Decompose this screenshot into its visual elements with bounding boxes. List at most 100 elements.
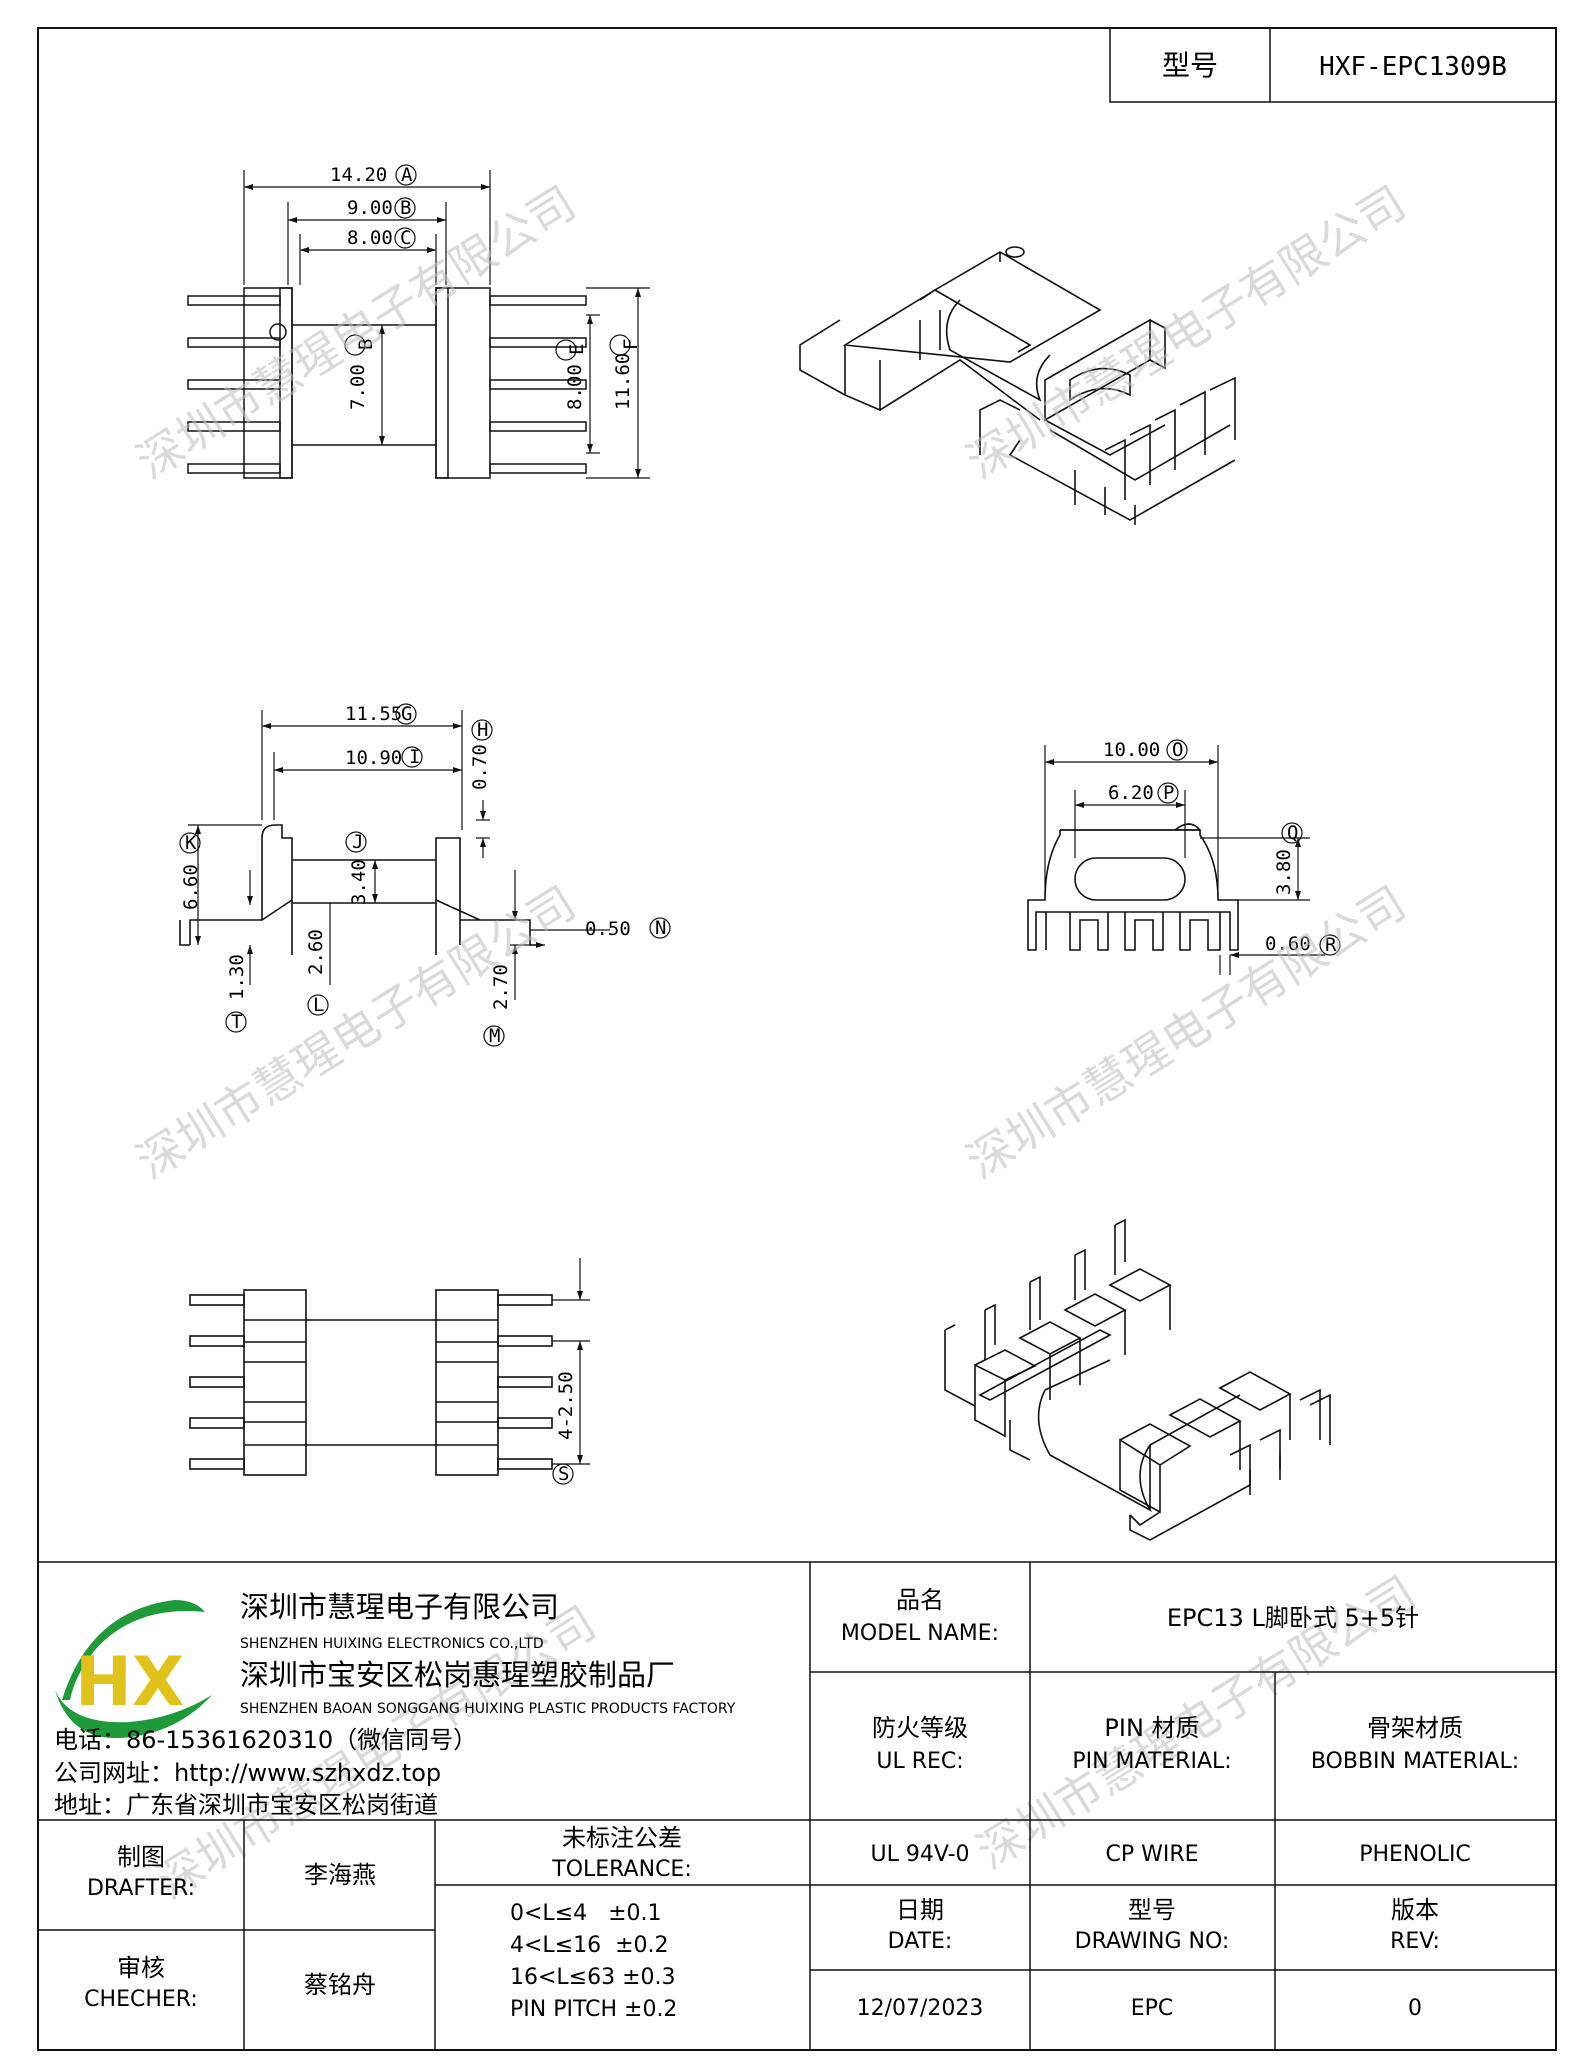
drafter-en: DRAFTER:	[87, 1876, 195, 1901]
rev-value: 0	[1408, 1996, 1422, 2021]
checker-en: CHECHER:	[84, 1987, 198, 2012]
marker-f: F	[620, 339, 642, 350]
dim-s: 4-2.50	[555, 1371, 577, 1440]
checker-value: 蔡铭舟	[304, 1971, 376, 1999]
front-view: 14.20 A 9.00 B 8.00 C 7.00 8.00 11.60 B …	[187, 164, 650, 479]
bobbin-material-cn: 骨架材质	[1367, 1714, 1463, 1742]
date-value: 12/07/2023	[857, 1996, 984, 2021]
marker-m: M	[489, 1025, 500, 1047]
dim-c: 8.00	[347, 227, 393, 249]
bobbin-material-value: PHENOLIC	[1359, 1842, 1471, 1867]
marker-q: Q	[1287, 822, 1298, 844]
logo-letters: HX	[75, 1643, 184, 1722]
pin-material-cn: PIN 材质	[1104, 1714, 1199, 1742]
company-website: 公司网址：http://www.szhxdz.top	[54, 1759, 441, 1787]
marker-k: K	[185, 832, 197, 854]
factory-name-en: SHENZHEN BAOAN SONGGANG HUIXING PLASTIC …	[240, 1701, 736, 1717]
model-name-cn: 品名	[896, 1586, 944, 1614]
marker-p: P	[1163, 782, 1174, 804]
logo-swoosh-top	[62, 1600, 205, 1700]
logo-swoosh-bottom	[55, 1690, 212, 1739]
marker-t: T	[231, 1011, 242, 1033]
header-model-label: 型号	[1162, 49, 1218, 82]
dim-r: 0.60	[1265, 933, 1311, 955]
tolerance-line-2: 4<L≤16 ±0.2	[510, 1933, 669, 1958]
marker-b-vertical: B	[355, 339, 377, 350]
tolerance-en: TOLERANCE:	[551, 1857, 692, 1882]
dim-o: 10.00	[1103, 739, 1160, 761]
dim-b: 9.00	[347, 197, 393, 219]
dim-j: 3.40	[348, 859, 370, 905]
watermark-4: 深圳市慧瑆电子有限公司	[957, 875, 1415, 1189]
marker-h: H	[477, 719, 488, 741]
drawing-no-value: EPC	[1131, 1996, 1174, 2021]
checker-cn: 审核	[117, 1954, 165, 1982]
pin-material-value: CP WIRE	[1105, 1842, 1198, 1867]
marker-j: J	[352, 831, 363, 853]
dim-k: 6.60	[180, 864, 202, 910]
header-model-box: 型号 HXF-EPC1309B	[1109, 27, 1557, 103]
marker-c: C	[400, 227, 411, 249]
company-info: 深圳市慧瑆电子有限公司 SHENZHEN HUIXING ELECTRONICS…	[54, 1590, 736, 1819]
dim-i: 10.90	[345, 747, 402, 769]
drawing-no-en: DRAWING NO:	[1075, 1929, 1230, 1954]
factory-name-cn: 深圳市宝安区松岗惠瑆塑胶制品厂	[240, 1658, 675, 1692]
dim-p: 6.20	[1108, 782, 1154, 804]
company-name-en: SHENZHEN HUIXING ELECTRONICS CO.,LTD	[240, 1636, 544, 1652]
tolerance-cn: 未标注公差	[562, 1824, 682, 1852]
marker-o: O	[1172, 739, 1183, 761]
title-block	[38, 1561, 1556, 2050]
title-block-cells: 品名 MODEL NAME: EPC13 L脚卧式 5+5针 防火等级 UL R…	[84, 1586, 1519, 2022]
marker-e: E	[566, 344, 588, 355]
dim-l: 2.60	[305, 929, 327, 975]
marker-l: L	[313, 994, 324, 1016]
isometric-view-bottom	[944, 1218, 1331, 1541]
drafter-value: 李海燕	[304, 1861, 376, 1889]
marker-i: I	[409, 746, 420, 768]
side-view: 11.55 G 10.90 I H 0.70 K 6.60 J 3.40 1.3…	[179, 703, 671, 1047]
dim-h: 0.70	[469, 744, 491, 790]
header-model-value: HXF-EPC1309B	[1319, 52, 1507, 82]
dim-b-vertical: 7.00	[347, 364, 369, 410]
drawing-no-cn: 型号	[1128, 1896, 1176, 1924]
dim-f: 11.60	[612, 353, 634, 410]
marker-r: R	[1325, 934, 1337, 956]
rev-cn: 版本	[1391, 1896, 1439, 1924]
dim-m: 2.70	[490, 964, 512, 1010]
company-logo: HX	[55, 1600, 212, 1739]
dim-e: 8.00	[564, 364, 586, 410]
isometric-view-top	[799, 246, 1236, 525]
ul-rec-en: UL REC:	[876, 1749, 963, 1774]
marker-n: N	[655, 917, 666, 939]
date-en: DATE:	[888, 1929, 953, 1954]
dim-g: 11.55	[345, 703, 402, 725]
marker-a: A	[401, 164, 413, 186]
marker-g: G	[401, 703, 412, 725]
tolerance-line-3: 16<L≤63 ±0.3	[510, 1965, 676, 1990]
model-name-value: EPC13 L脚卧式 5+5针	[1167, 1604, 1419, 1632]
bobbin-material-en: BOBBIN MATERIAL:	[1311, 1749, 1519, 1774]
bottom-view: 4-2.50 S	[189, 1258, 590, 1485]
drafter-cn: 制图	[117, 1843, 165, 1871]
ul-value: UL 94V-0	[870, 1842, 969, 1867]
marker-b: B	[400, 197, 411, 219]
company-phone: 电话：86-15361620310（微信同号）	[54, 1726, 477, 1754]
watermark-2: 深圳市慧瑆电子有限公司	[957, 175, 1415, 489]
tolerance-line-4: PIN PITCH ±0.2	[510, 1997, 677, 2022]
end-view: 10.00 O 6.20 P Q 3.80 0.60 R	[1027, 739, 1341, 975]
ul-rec-cn: 防火等级	[872, 1714, 968, 1742]
dim-t: 1.30	[226, 954, 248, 1000]
dim-q: 3.80	[1273, 849, 1295, 895]
rev-en: REV:	[1390, 1929, 1440, 1954]
company-name-cn: 深圳市慧瑆电子有限公司	[240, 1590, 559, 1624]
date-cn: 日期	[896, 1896, 944, 1924]
marker-s: S	[558, 1463, 569, 1485]
watermark-1: 深圳市慧瑆电子有限公司	[127, 175, 585, 489]
dim-a: 14.20	[330, 164, 387, 186]
dim-n: 0.50	[585, 918, 631, 940]
watermark-3: 深圳市慧瑆电子有限公司	[127, 875, 585, 1189]
sheet-border	[37, 27, 1557, 2051]
tolerance-line-1: 0<L≤4 ±0.1	[510, 1901, 662, 1926]
pin-material-en: PIN MATERIAL:	[1072, 1749, 1231, 1774]
